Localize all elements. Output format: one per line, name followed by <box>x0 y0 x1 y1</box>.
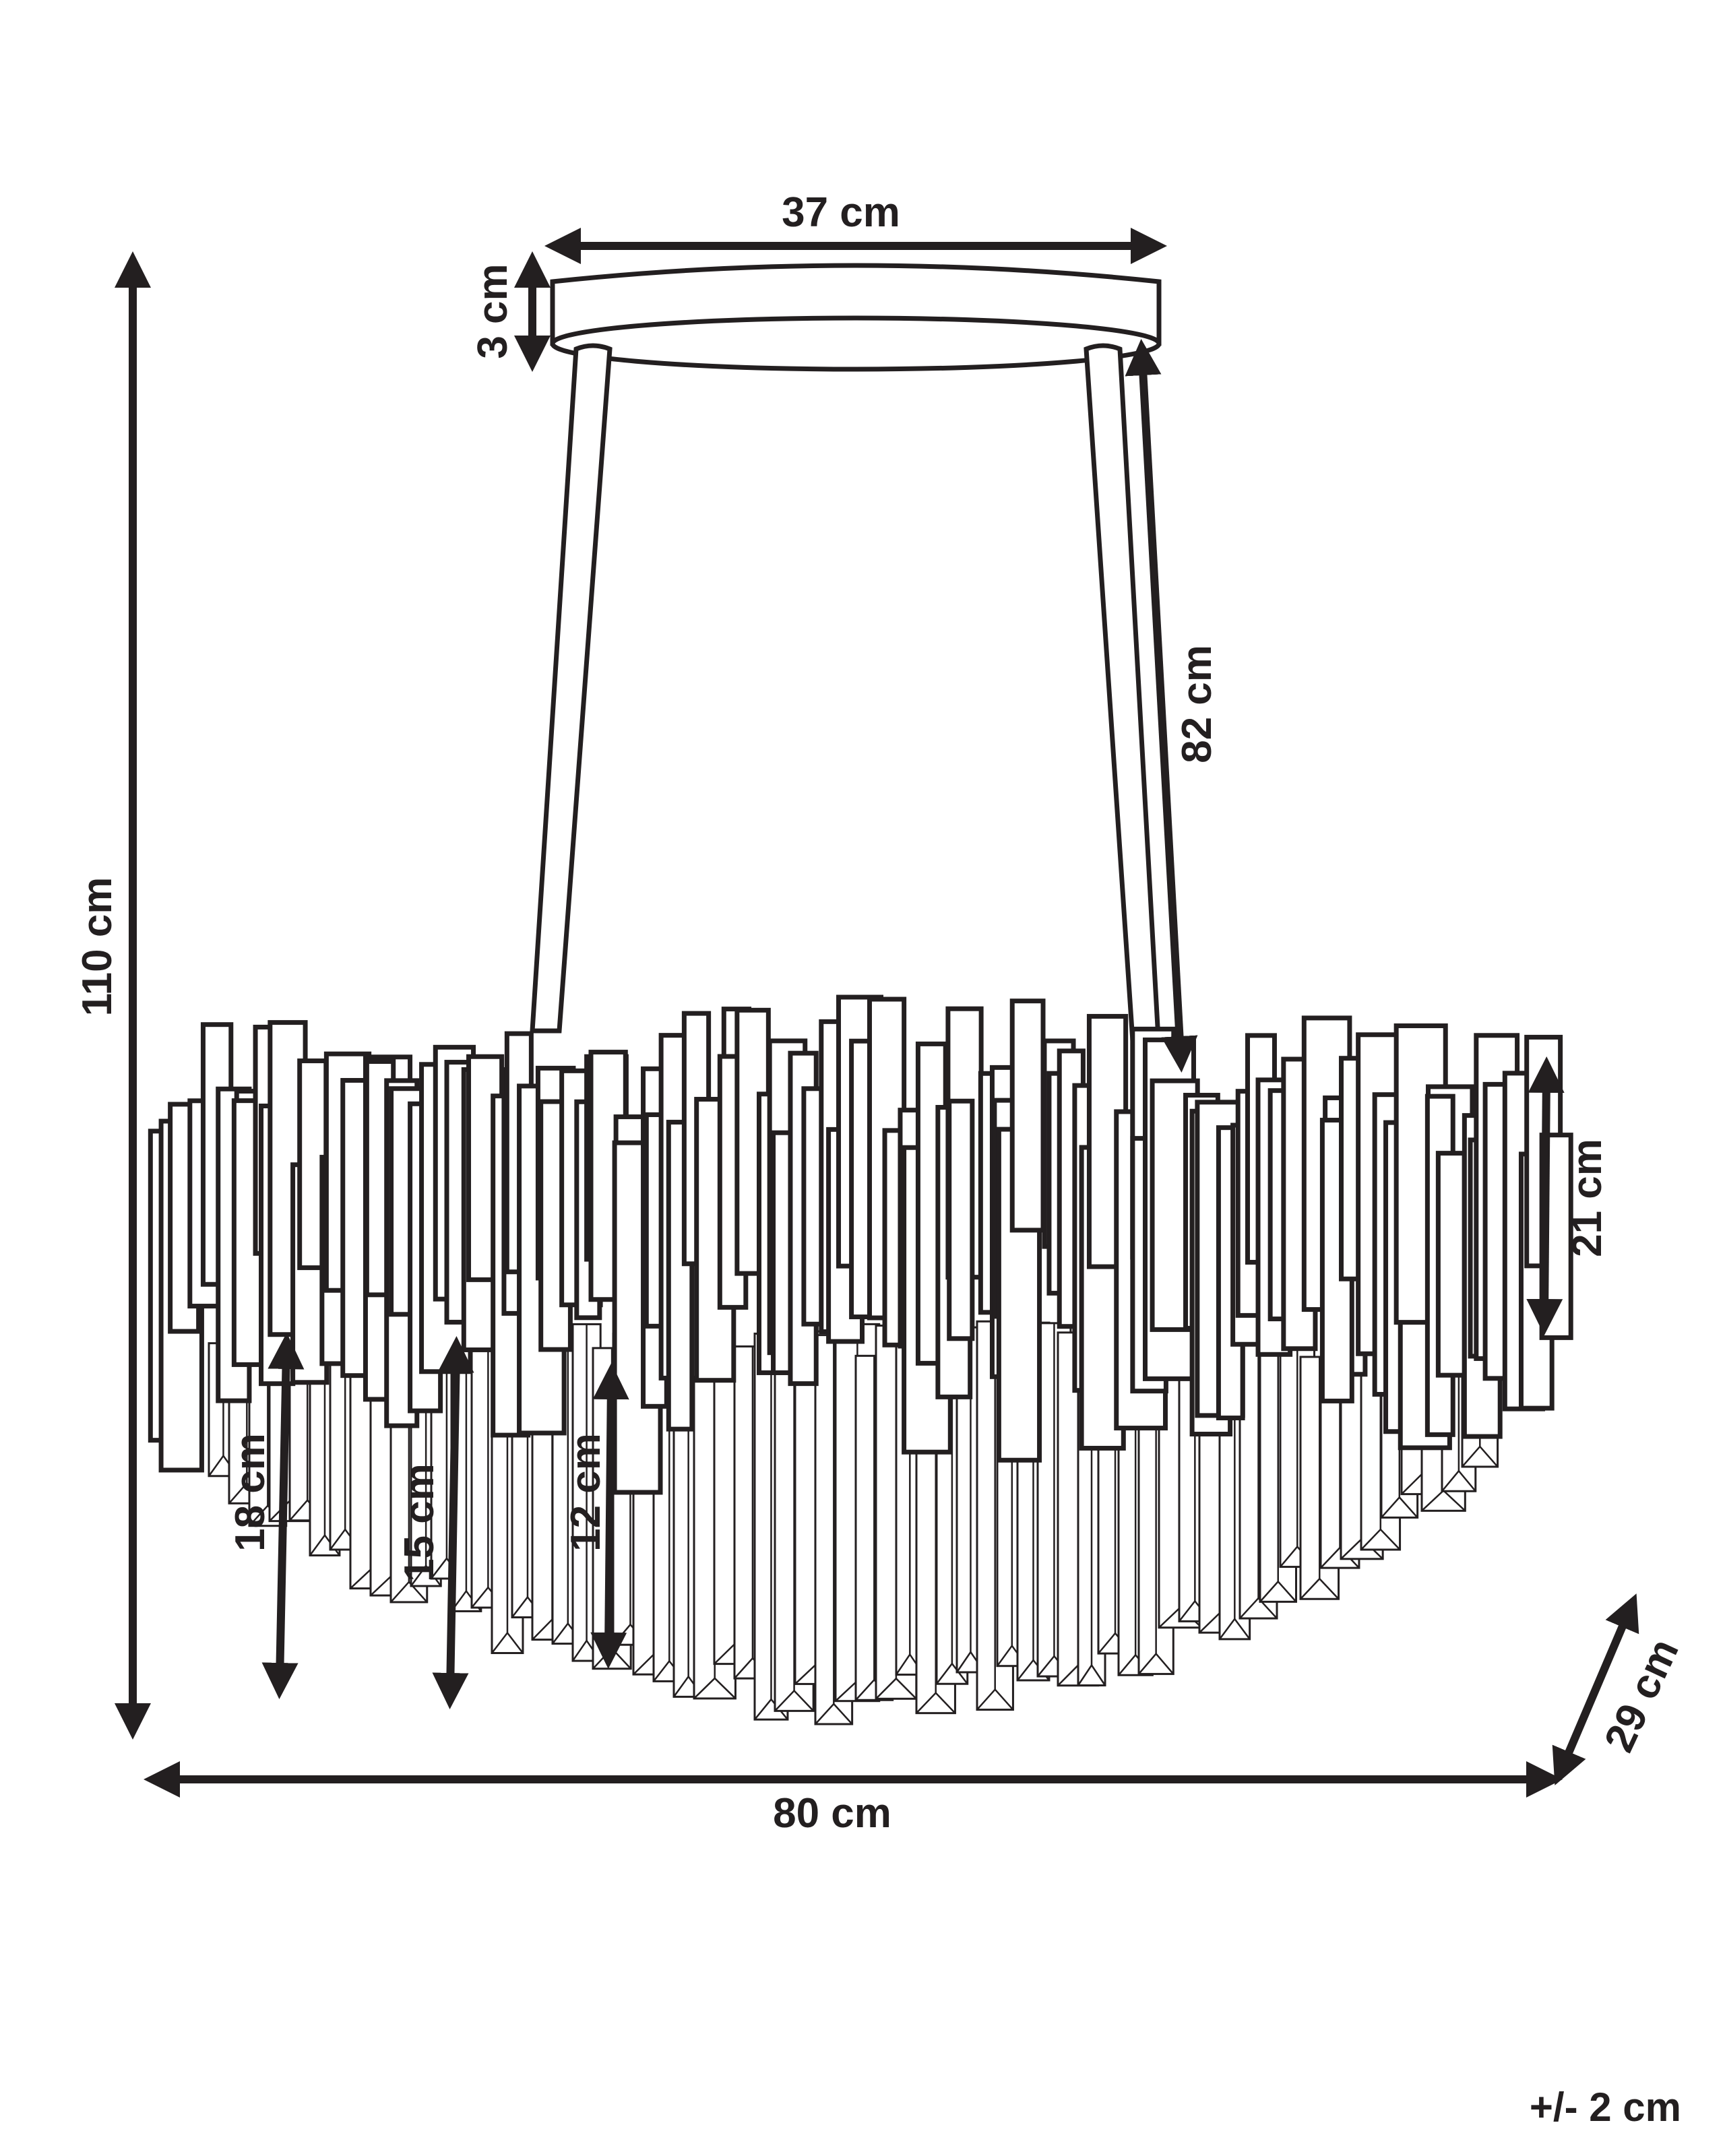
canopy-width-label: 37 cm <box>782 189 900 236</box>
total-width-label: 80 cm <box>773 1790 891 1837</box>
inner-crystal-drop-arrow <box>590 1363 629 1669</box>
crystal-bar-shade <box>148 994 1573 1495</box>
middle-crystal-drop-label: 15 cm <box>396 1463 443 1582</box>
ceiling-canopy <box>550 263 1162 372</box>
rod-length-label: 82 cm <box>1174 645 1220 763</box>
rod-length-arrow <box>1125 339 1198 1073</box>
canopy-height-label: 3 cm <box>470 263 516 358</box>
outer-crystal-drop-label: 18 cm <box>227 1433 274 1552</box>
inner-crystal-drop-label: 12 cm <box>563 1433 609 1552</box>
tolerance-note: +/- 2 cm <box>1530 2085 1681 2130</box>
shade-height-label: 21 cm <box>1564 1139 1610 1257</box>
dimension-arrows <box>115 228 1639 1798</box>
depth-arrow <box>1552 1593 1639 1785</box>
outer-crystal-drop-arrow <box>261 1333 305 1699</box>
total-height-label: 110 cm <box>74 877 121 1017</box>
middle-crystal-drop-arrow <box>432 1336 474 1709</box>
suspension-rods <box>530 343 1162 1054</box>
shade-height-arrow <box>1526 1056 1565 1335</box>
